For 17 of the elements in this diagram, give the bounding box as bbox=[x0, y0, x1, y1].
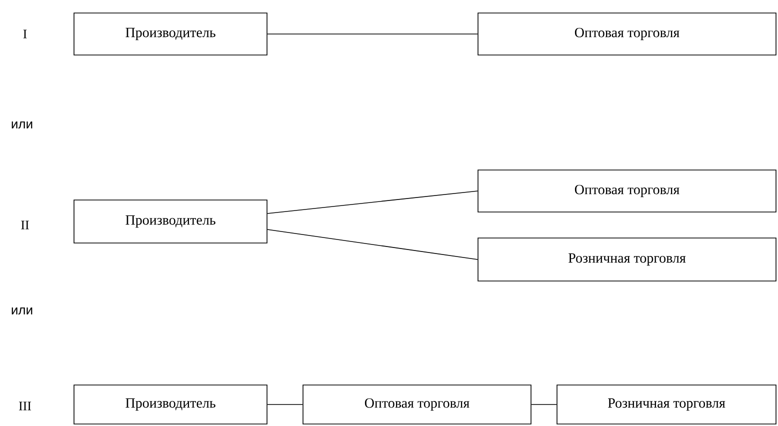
process-box: Производитель bbox=[74, 12, 268, 56]
process-box: Розничная торговля bbox=[556, 384, 776, 424]
row-number: III bbox=[18, 402, 32, 410]
connector-line bbox=[267, 229, 478, 260]
connector-word: или bbox=[12, 122, 32, 128]
process-box: Оптовая торговля bbox=[478, 12, 776, 56]
process-box: Производитель bbox=[74, 200, 268, 244]
process-box: Оптовая торговля bbox=[302, 384, 532, 424]
connector-word: или bbox=[12, 308, 32, 314]
connector-line bbox=[267, 190, 478, 214]
connector-line bbox=[531, 404, 557, 405]
process-box: Производитель bbox=[74, 384, 268, 424]
connector-line bbox=[267, 404, 303, 405]
process-box: Оптовая торговля bbox=[478, 170, 776, 212]
row-number: I bbox=[23, 30, 27, 38]
process-box: Розничная торговля bbox=[478, 238, 776, 282]
row-number: II bbox=[21, 220, 29, 230]
